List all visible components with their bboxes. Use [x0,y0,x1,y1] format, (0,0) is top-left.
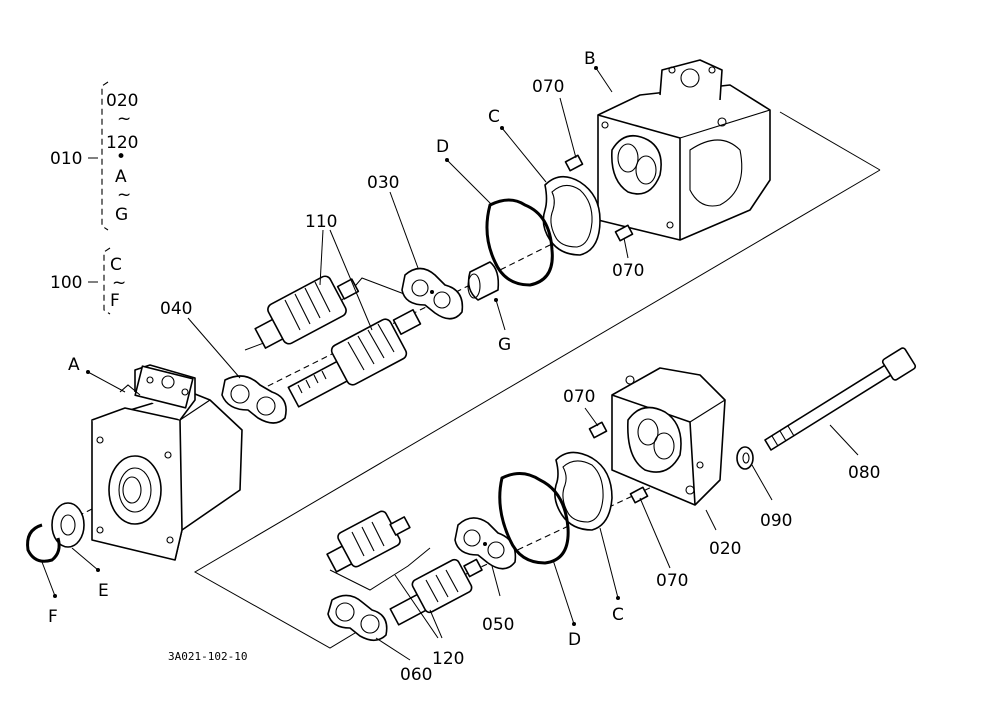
label-020: 020 [709,539,741,559]
bolt-080 [764,347,917,451]
pin-070-c [588,421,608,439]
pin-070-a [564,154,584,172]
label-060: 060 [400,665,432,685]
drawing-number: 3A021-102-10 [168,650,247,663]
o-ring-D-upper [485,198,554,287]
pin-070-b [614,224,634,242]
leader-F [41,561,56,597]
legend-100-f: F [110,291,120,311]
label-070-c: 070 [563,387,595,407]
gear-110-drive [254,275,360,349]
label-D-upper: D [436,137,449,157]
label-040: 040 [160,299,192,319]
label-E: E [98,581,109,601]
side-plate-040 [221,375,287,424]
legend-010-tilde2: ~ [117,185,131,205]
legend-010-mid: 120 [106,133,138,153]
leader-050 [491,565,501,597]
gasket-C-upper [542,175,601,256]
label-C-lower: C [612,605,624,625]
leader-070-c [584,407,599,427]
label-070-a: 070 [532,77,564,97]
leader-B [595,67,613,93]
label-G: G [498,335,511,355]
legend-010-sep: • [116,147,126,167]
rear-housing-020 [611,367,726,506]
leader-110-a [319,229,324,286]
leader-060 [375,637,411,661]
legend-010-a: A [115,167,127,187]
label-080: 080 [848,463,880,483]
leader-D-lower [552,559,575,625]
leader-C-upper [501,127,547,183]
oil-seal-E [51,502,85,548]
snap-ring-F [26,523,61,563]
rear-housing-B [597,59,771,241]
leader-080 [829,424,859,456]
gear-group-bracket-120 [329,547,431,591]
pin-070-d [629,486,649,504]
leader-D-upper [446,159,493,206]
legend-100-c: C [110,255,122,275]
leader-120-a [394,574,439,639]
label-070-b: 070 [612,261,644,281]
legend-group-010: 010 020 ~ 120 • A ~ G [50,81,138,231]
upper-assembly-outline-top [779,111,881,171]
o-ring-D-lower [498,472,570,565]
bushing-G [467,261,500,301]
label-F: F [48,607,58,627]
legend-010-top: 020 [106,91,138,111]
label-050: 050 [482,615,514,635]
label-090: 090 [760,511,792,531]
gasket-C-lower [554,451,613,531]
legend-group-100: 100 C ~ F [50,247,126,315]
leader-020 [705,509,717,531]
leader-E [71,547,99,571]
side-plate-060 [327,594,388,642]
leader-070-a [559,97,577,159]
label-C-upper: C [488,107,500,127]
leader-040 [187,317,241,379]
label-110: 110 [305,212,337,232]
legend-010-g: G [115,205,128,225]
label-B: B [584,49,596,69]
leader-120-b [429,609,443,639]
leader-030 [389,191,419,269]
label-D-lower: D [568,630,581,650]
leader-C-lower [599,527,619,599]
leader-110-b [329,229,373,331]
washer-090 [736,446,754,470]
legend-100-code: 100 [50,273,82,293]
front-housing-A [91,364,243,561]
legend-100-tilde: ~ [112,273,126,293]
side-plate-050 [454,517,517,570]
legend-010-code: 010 [50,149,82,169]
leader-G [495,299,506,331]
leader-090 [751,464,773,501]
gear-110-driven [287,308,422,408]
upper-assembly-outline [193,169,881,649]
gear-120-drive [326,510,411,573]
label-A: A [68,355,80,375]
label-070-d: 070 [656,571,688,591]
side-plate-030 [401,267,464,320]
leader-070-d [639,497,671,569]
label-120: 120 [432,649,464,669]
gear-120-driven [389,558,483,626]
legend-010-tilde1: ~ [117,109,131,129]
label-030: 030 [367,173,399,193]
leader-A [87,371,126,393]
leader-070-b [623,237,629,259]
